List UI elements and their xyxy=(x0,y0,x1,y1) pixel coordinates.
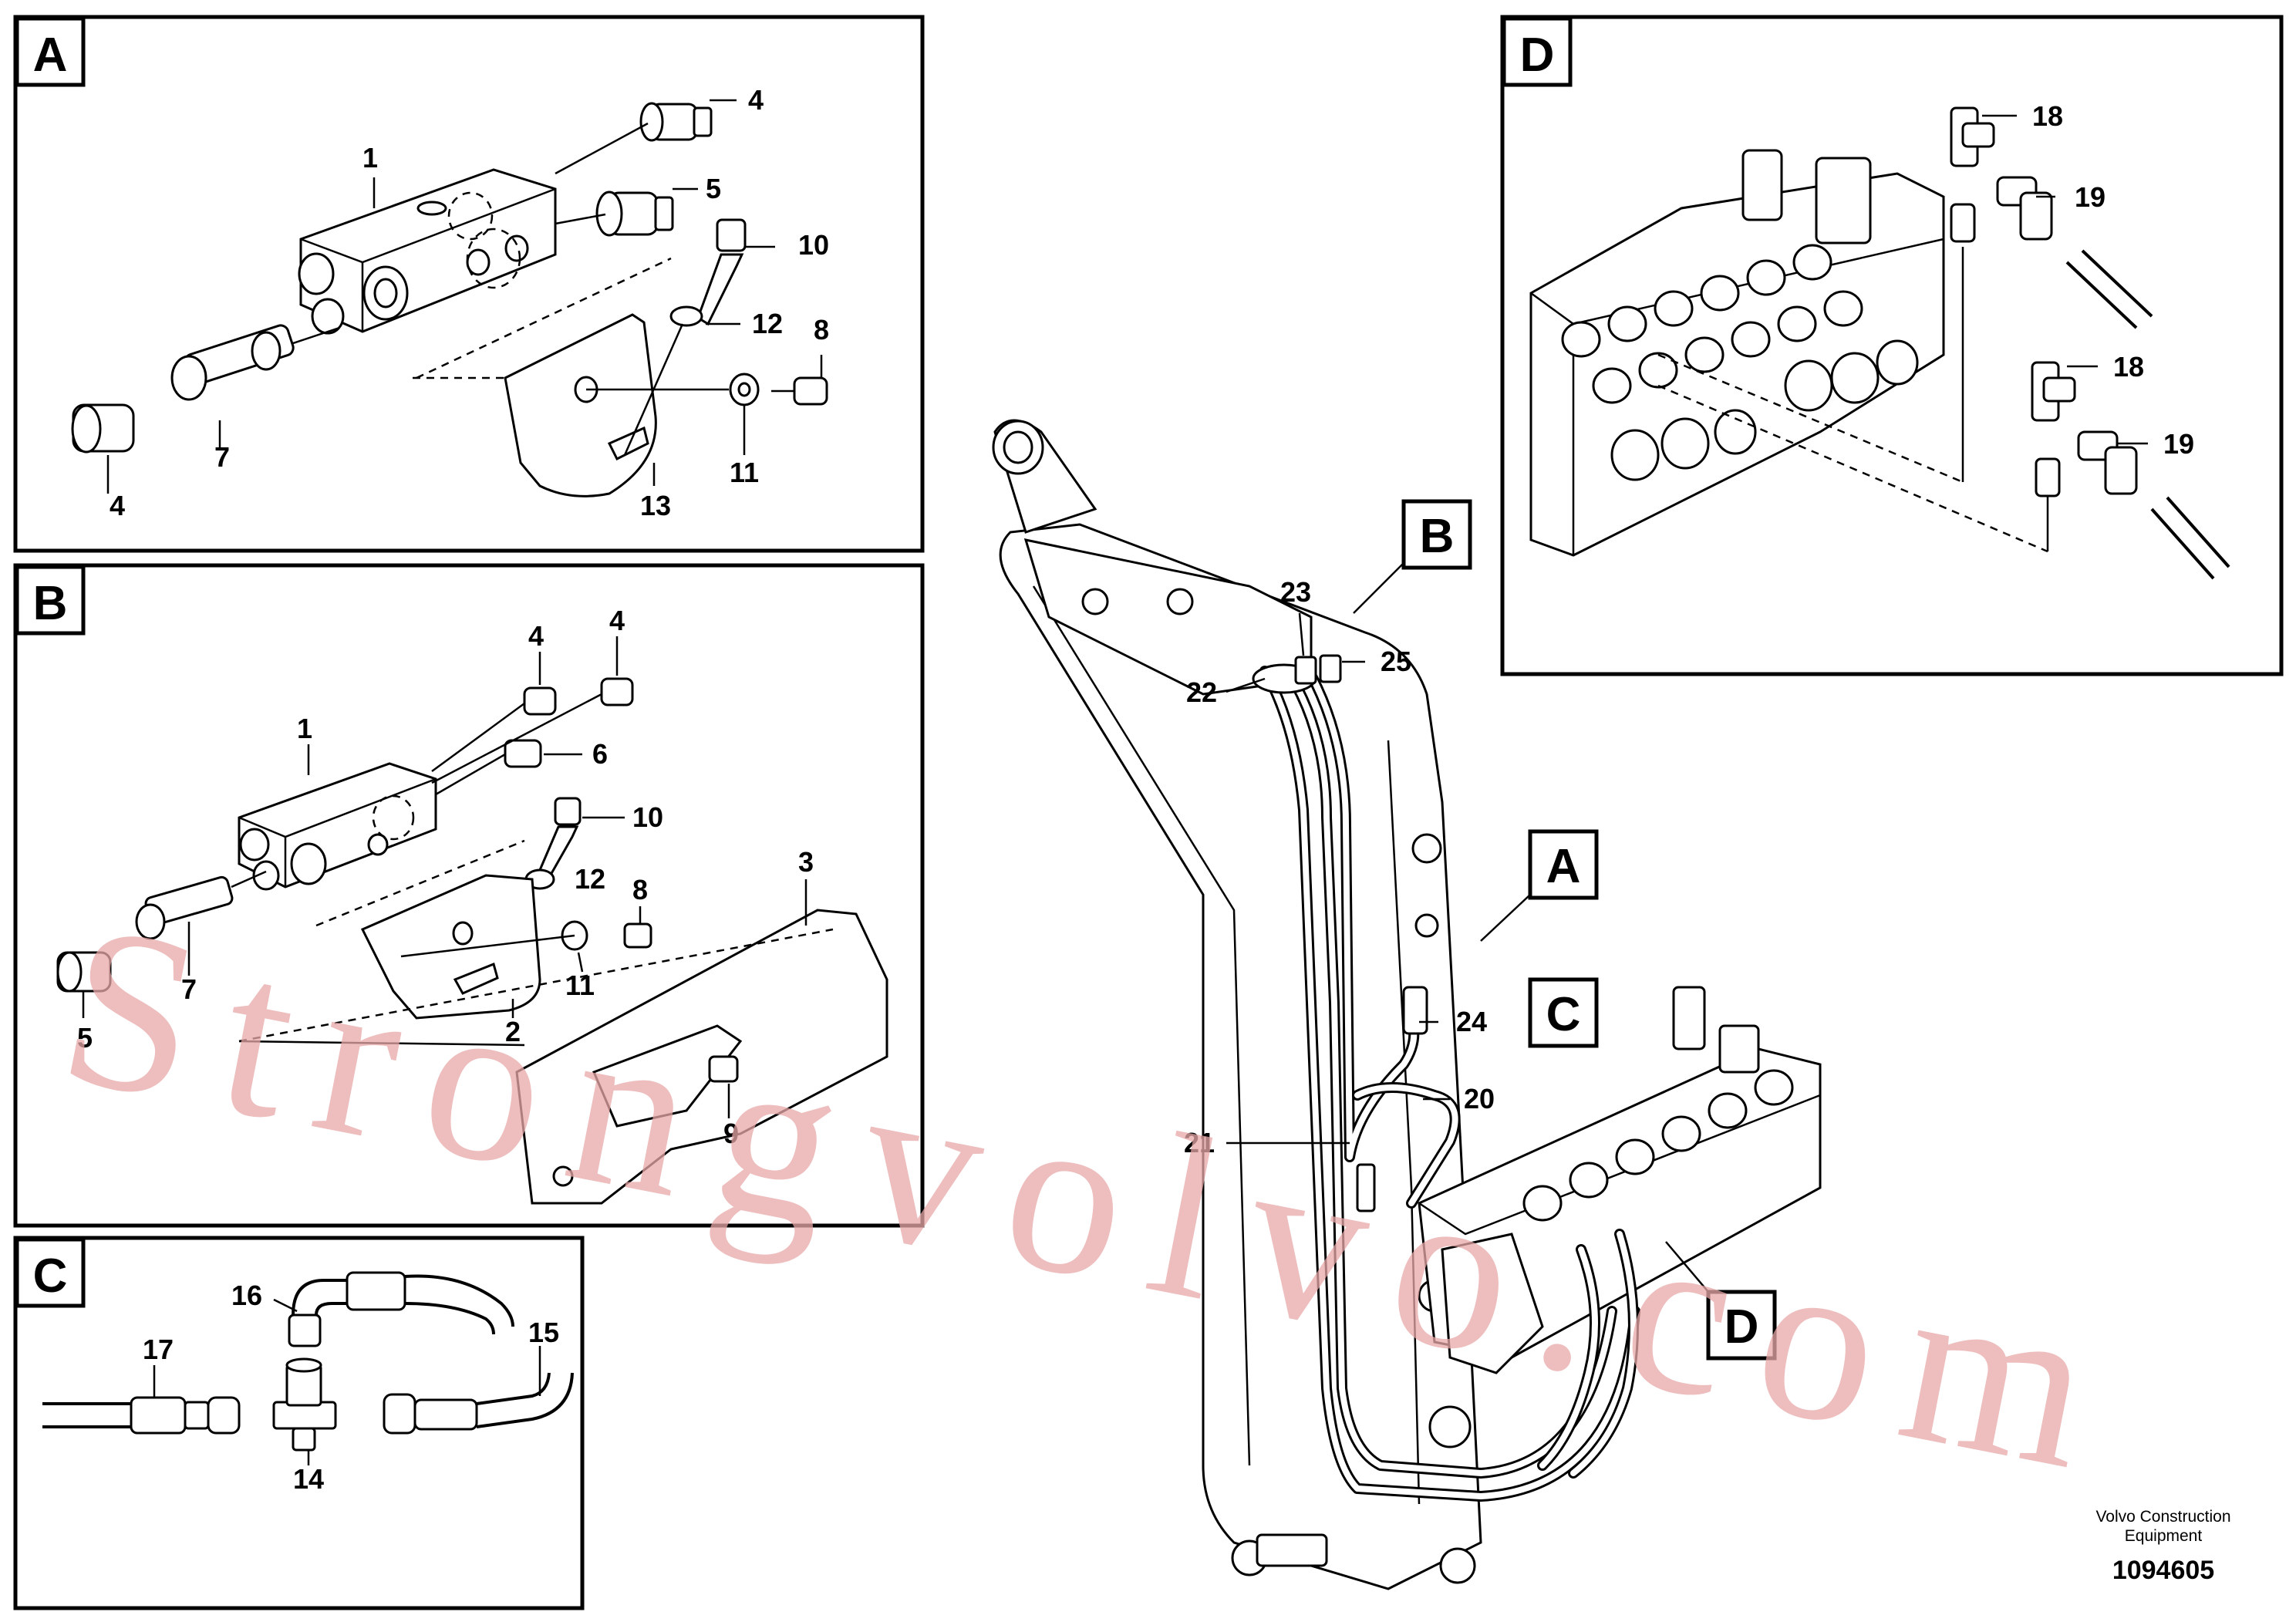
callout-b: B xyxy=(1420,510,1455,563)
label-c-14: 14 xyxy=(293,1463,324,1495)
leaders-b xyxy=(82,636,807,1118)
label-d-18: 18 xyxy=(2032,100,2063,132)
label-a-4b: 4 xyxy=(110,490,125,521)
tee-assembly xyxy=(42,1271,574,1452)
label-c-17: 17 xyxy=(143,1334,174,1365)
bracket-a xyxy=(413,257,729,497)
callout-d: D xyxy=(1725,1300,1759,1354)
panel-d: D xyxy=(1500,15,2284,676)
panel-c-letter: C xyxy=(33,1249,68,1303)
label-a-13: 13 xyxy=(640,490,671,521)
leaders-d xyxy=(1982,114,2148,445)
brackets-b xyxy=(238,839,888,1205)
main-callouts: B A C D 23 22 25 24 20 21 xyxy=(1184,499,1777,1361)
label-b-8: 8 xyxy=(632,874,648,905)
spool-row xyxy=(1561,244,1919,481)
label-c-15: 15 xyxy=(528,1317,559,1348)
label-a-1: 1 xyxy=(362,142,378,174)
label-b-4: 4 xyxy=(528,620,544,652)
label-b-12: 12 xyxy=(575,863,605,895)
control-valve-d xyxy=(1529,149,2049,557)
footer: Volvo Construction Equipment 1094605 xyxy=(2095,1508,2230,1585)
label-b-11: 11 xyxy=(565,969,595,1001)
label-a-8: 8 xyxy=(814,314,829,346)
label-a-5: 5 xyxy=(706,173,721,204)
label-b-6: 6 xyxy=(592,738,608,770)
valve-block-a xyxy=(298,168,557,335)
fittings-b xyxy=(56,677,652,993)
label-a-7: 7 xyxy=(214,441,230,473)
brand-line-2: Equipment xyxy=(2125,1527,2203,1545)
label-b-2: 2 xyxy=(505,1016,521,1047)
panel-b: B xyxy=(13,563,925,1228)
panel-a-letter: A xyxy=(33,29,68,82)
label-main-23: 23 xyxy=(1280,576,1311,608)
label-b-5: 5 xyxy=(77,1022,93,1054)
label-c-16: 16 xyxy=(231,1280,262,1311)
label-b-1: 1 xyxy=(297,713,312,744)
label-d-18b: 18 xyxy=(2113,351,2144,383)
brand-line-1: Volvo Construction xyxy=(2095,1508,2230,1526)
panel-b-letter: B xyxy=(33,577,68,630)
fittings-d xyxy=(1950,106,2230,580)
leaders-c xyxy=(153,1298,541,1465)
label-main-22: 22 xyxy=(1186,676,1217,708)
watermark-text: Strongvolvo.com xyxy=(44,874,2141,1524)
callout-c: C xyxy=(1546,988,1581,1041)
doc-number: 1094605 xyxy=(2112,1556,2214,1585)
leaders-a xyxy=(106,99,823,494)
label-a-12: 12 xyxy=(752,308,783,339)
label-d-19: 19 xyxy=(2075,181,2106,213)
label-a-4: 4 xyxy=(748,84,764,116)
label-b-9: 9 xyxy=(723,1118,739,1149)
label-main-21: 21 xyxy=(1184,1127,1215,1158)
callout-a: A xyxy=(1546,840,1581,893)
label-main-20: 20 xyxy=(1464,1083,1495,1114)
fittings-a xyxy=(71,102,828,454)
panel-a: A xyxy=(13,15,925,553)
label-main-24: 24 xyxy=(1456,1006,1487,1037)
panel-d-letter: D xyxy=(1520,29,1555,82)
label-b-3: 3 xyxy=(798,846,814,878)
valve-block-b xyxy=(238,762,437,891)
label-main-25: 25 xyxy=(1381,646,1411,677)
panel-c: C 16 15 xyxy=(13,1236,585,1610)
boom-assembly xyxy=(992,419,1822,1590)
label-d-19b: 19 xyxy=(2163,428,2194,460)
label-b-4b: 4 xyxy=(609,605,625,636)
label-b-10: 10 xyxy=(632,801,663,833)
hoses xyxy=(1259,666,1640,1502)
label-b-7: 7 xyxy=(181,973,197,1005)
label-a-11: 11 xyxy=(730,457,759,488)
label-a-10: 10 xyxy=(798,229,829,261)
